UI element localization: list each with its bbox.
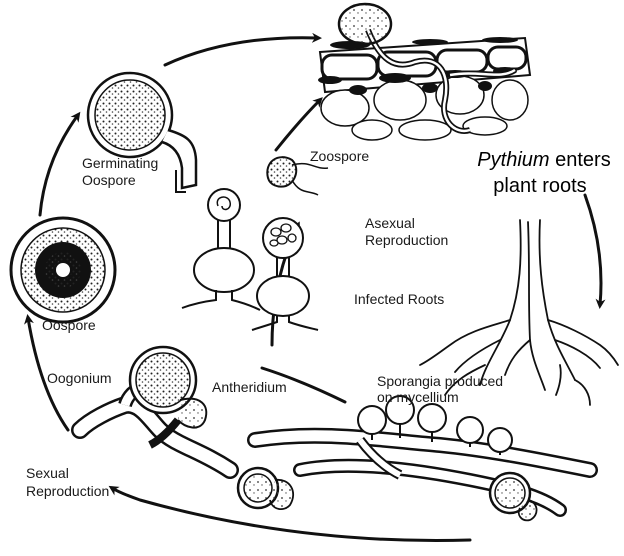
root-tissue-illustration xyxy=(318,4,530,140)
mycelium-sporangia-illustration xyxy=(238,396,590,520)
oogonium-antheridium-illustration xyxy=(80,347,230,470)
label-antheridium: Antheridium xyxy=(212,379,287,396)
label-asexual-line2: Reproduction xyxy=(365,232,448,249)
label-pythium-enters: Pythium enters xyxy=(465,148,623,172)
arrow-oospore-to-germinating xyxy=(40,115,78,215)
label-zoospore: Zoospore xyxy=(310,148,369,165)
label-sexual-line2: Reproduction xyxy=(26,483,109,500)
label-oogonium: Oogonium xyxy=(47,370,112,387)
label-sporangia-line2: on mycellium xyxy=(377,389,459,406)
arrow-germinating-to-roots xyxy=(165,38,318,65)
sporangium-vesicle-illustration xyxy=(182,189,260,310)
arrow-zoospore-to-root xyxy=(276,100,320,150)
enters-word: enters xyxy=(550,149,611,171)
sporangium-zoospores-illustration xyxy=(252,218,318,330)
label-sexual-line1: Sexual xyxy=(26,465,69,482)
label-asexual-line1: Asexual xyxy=(365,215,415,232)
pythium-genus-name: Pythium xyxy=(477,149,549,171)
label-germinating-line1: Germinating xyxy=(82,155,158,172)
oospore-illustration xyxy=(11,218,115,322)
arrow-down-root xyxy=(585,195,601,305)
label-plant-roots: plant roots xyxy=(465,174,615,198)
label-infected-roots: Infected Roots xyxy=(354,291,444,308)
label-germinating-line2: Oospore xyxy=(82,172,136,189)
label-sporangia-line1: Sporangia produced xyxy=(377,373,503,390)
label-oospore: Oospore xyxy=(42,317,96,334)
